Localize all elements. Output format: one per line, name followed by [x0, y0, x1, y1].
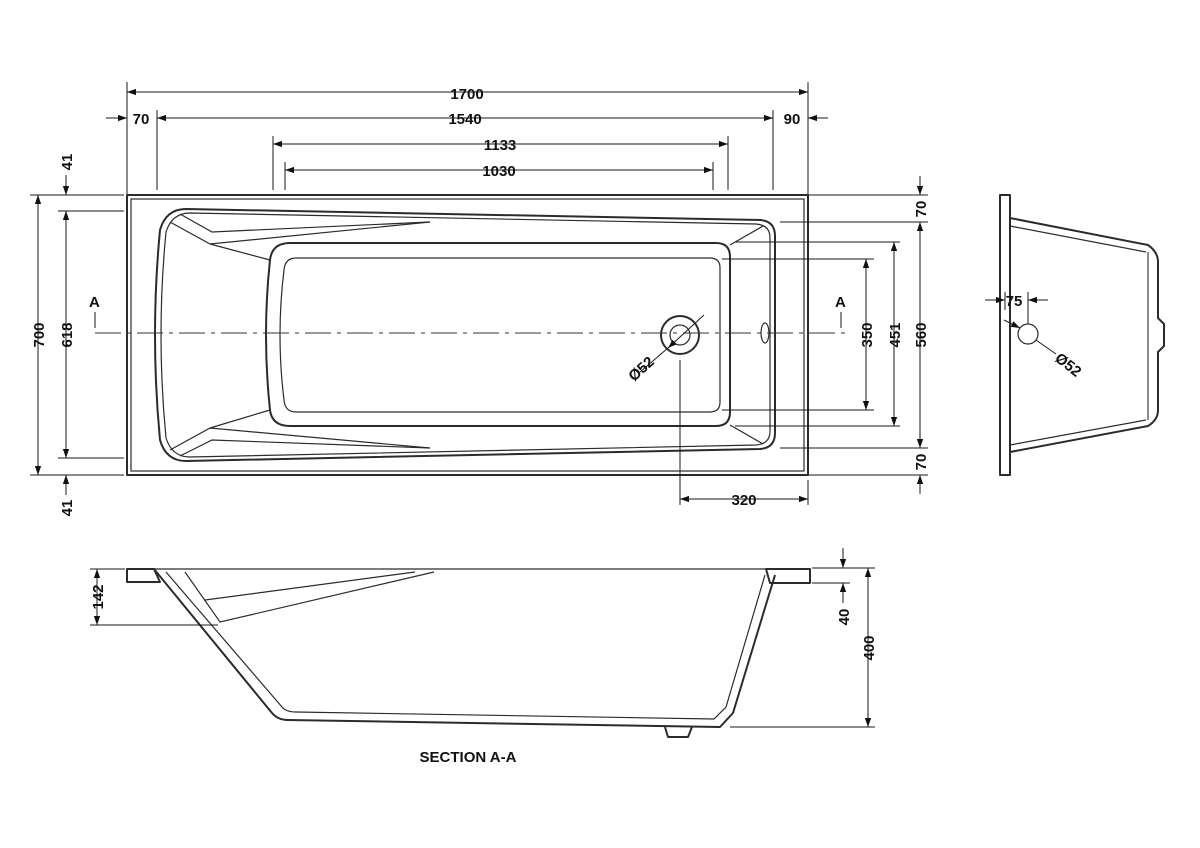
dim-1700: 1700 — [450, 86, 483, 103]
section-view: SECTION A-A 142 40 400 — [90, 548, 878, 766]
section-dim-40: 40 — [836, 609, 853, 626]
section-marker-right: A — [835, 294, 846, 311]
waste-diameter-plan: Ø52 — [625, 353, 657, 385]
section-title: SECTION A-A — [420, 749, 517, 766]
dim-1133: 1133 — [484, 137, 517, 154]
dim-70-bottom-right: 70 — [913, 454, 930, 471]
dim-41-bottom: 41 — [59, 500, 76, 517]
dim-90-right: 90 — [784, 111, 801, 128]
dim-560: 560 — [913, 322, 930, 347]
plan-view: A A 1700 1540 70 90 1133 1030 700 618 — [30, 82, 930, 516]
section-dim-400: 400 — [861, 635, 878, 660]
section-dim-142: 142 — [90, 584, 107, 609]
section-marker-left: A — [89, 294, 100, 311]
dim-350: 350 — [859, 322, 876, 347]
dim-451: 451 — [887, 322, 904, 347]
dim-70-left: 70 — [133, 111, 150, 128]
dim-41-top: 41 — [59, 154, 76, 171]
end-view: 75 Ø52 — [985, 194, 1165, 476]
dim-1540: 1540 — [448, 111, 481, 128]
dim-618: 618 — [59, 322, 76, 347]
end-dim-75: 75 — [1006, 293, 1023, 310]
dim-1030: 1030 — [482, 163, 515, 180]
dim-320: 320 — [731, 492, 756, 509]
end-waste-diameter: Ø52 — [1052, 350, 1085, 381]
dim-700: 700 — [31, 322, 48, 347]
dim-70-top-right: 70 — [913, 201, 930, 218]
